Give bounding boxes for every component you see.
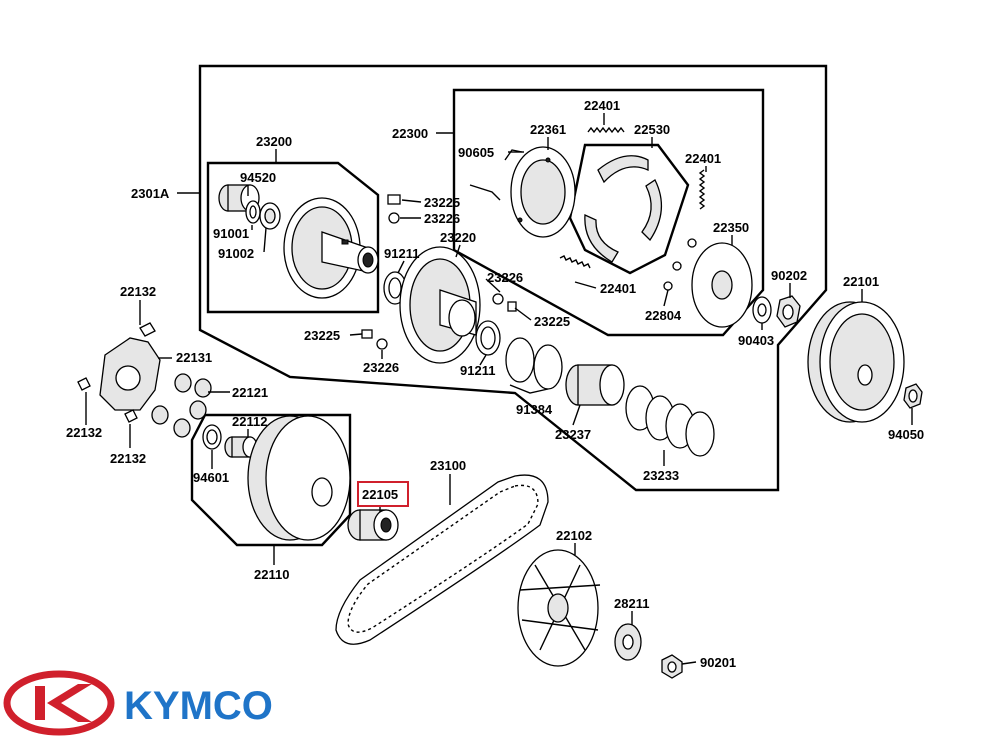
clutch-plate-22350-part: [663, 238, 753, 328]
label-91384: 91384: [516, 402, 553, 417]
label-90605: 90605: [458, 145, 494, 160]
label-94601: 94601: [193, 470, 229, 485]
assembly-frame-23200: [206, 161, 380, 314]
highlight-box: [357, 481, 409, 507]
label-22110: 22110: [254, 567, 289, 582]
label-23233: 23233: [643, 468, 679, 483]
label-22131: 22131: [176, 350, 212, 365]
bushing-22105-part: [347, 509, 399, 541]
spring-22401-part: [559, 126, 706, 269]
label-28211: 28211: [614, 596, 649, 611]
oil-seal-94601-part: [202, 424, 222, 450]
assembly-frame-22110: [190, 413, 352, 547]
brand-name: KYMCO: [124, 684, 273, 728]
logo-k-mark-icon: [35, 684, 92, 722]
label-91211-top: 91211: [384, 246, 419, 261]
oil-seal-91001-part: [245, 200, 261, 224]
nut-90202-part: [776, 295, 801, 328]
label-23225-top: 23225: [424, 195, 460, 210]
label-91001: 91001: [213, 226, 249, 241]
collar-23237-part: [565, 364, 625, 406]
clutch-shoes-22530-part: [584, 155, 663, 263]
label-22804: 22804: [645, 308, 682, 323]
spring-23233-part: [625, 385, 715, 457]
label-90403: 90403: [738, 333, 774, 348]
collar-22112-part: [224, 436, 258, 458]
v-belt-23100-part: [335, 474, 549, 645]
label-23226-mid: 23226: [487, 270, 523, 285]
slider-22132-part: [77, 322, 156, 423]
driven-face-23200-part: [283, 197, 379, 299]
label-23237: 23237: [555, 427, 591, 442]
label-22112: 22112: [232, 414, 267, 429]
label-22101: 22101: [843, 274, 879, 289]
label-2301A: 2301A: [131, 186, 170, 201]
label-23100: 23100: [430, 458, 466, 473]
label-22350: 22350: [713, 220, 749, 235]
assembly-frame-2301A: [198, 64, 828, 492]
label-23226-top: 23226: [424, 211, 460, 226]
label-23225-left: 23225: [304, 328, 340, 343]
ramp-plate-22131-part: [99, 337, 161, 411]
label-22401-right: 22401: [685, 151, 721, 166]
label-94520: 94520: [240, 170, 276, 185]
label-22530: 22530: [634, 122, 670, 137]
label-22300: 22300: [392, 126, 428, 141]
plate-28211-part: [614, 623, 642, 661]
drive-plate-22361-part: [510, 146, 576, 238]
movable-drive-face-22110-part: [247, 415, 351, 541]
label-22401-bottom: 22401: [600, 281, 636, 296]
label-22361: 22361: [530, 122, 566, 137]
label-22401-top: 22401: [584, 98, 620, 113]
clutch-outer-22101-part: [807, 301, 905, 423]
label-90201: 90201: [700, 655, 736, 670]
o-ring-91384-part: [505, 337, 563, 390]
label-22132-c: 22132: [110, 451, 146, 466]
nut-90201-part: [661, 654, 683, 679]
label-23220: 23220: [440, 230, 476, 245]
washer-90403-part: [752, 296, 772, 324]
part-labels: 2301A 23200 94520 91001 91002 23225 2322…: [66, 98, 924, 670]
roller-23226-part: [376, 212, 504, 350]
assembly-frame-22530: [568, 143, 690, 275]
bearing-91002-part: [259, 202, 281, 230]
label-23226-left: 23226: [363, 360, 399, 375]
drive-face-22102-part: [517, 549, 601, 667]
weight-roller-22121-part: [151, 373, 212, 438]
label-23200: 23200: [256, 134, 292, 149]
label-22105: 22105: [362, 487, 398, 502]
nut-94050-part: [903, 383, 923, 409]
label-23225-mid: 23225: [534, 314, 570, 329]
movable-driven-face-23220-part: [399, 246, 481, 364]
logo-emblem-icon: [3, 670, 115, 736]
kymco-logo: KYMCO: [3, 670, 273, 736]
label-90202: 90202: [771, 268, 807, 283]
leader-lines: [85, 113, 913, 665]
label-22121: 22121: [232, 385, 268, 400]
label-22132-a: 22132: [120, 284, 156, 299]
label-22102: 22102: [556, 528, 592, 543]
label-22132-b: 22132: [66, 425, 102, 440]
label-94050: 94050: [888, 427, 924, 442]
label-91002: 91002: [218, 246, 254, 261]
label-91211-mid: 91211: [460, 363, 495, 378]
